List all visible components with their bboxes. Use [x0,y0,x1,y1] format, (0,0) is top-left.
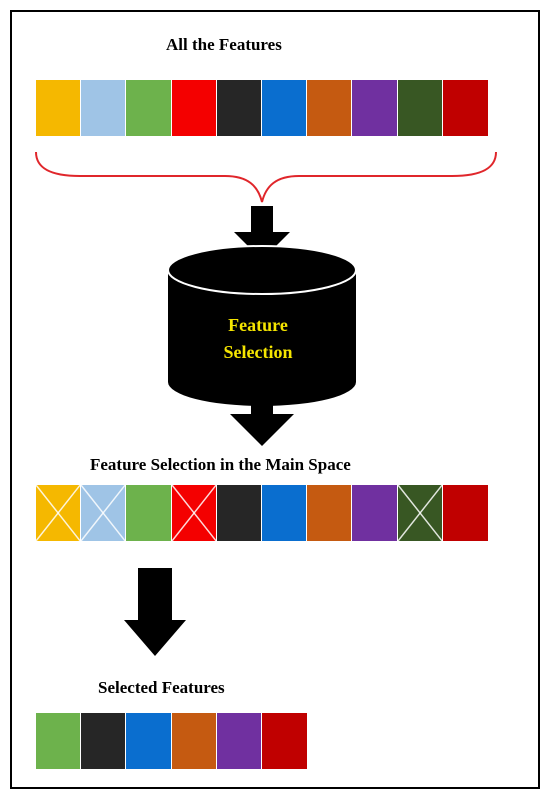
main-space-feature-cell [442,485,488,541]
cylinder-label-line2: Selection [223,342,293,362]
all-feature-cell [307,80,353,136]
selected-feature-cell [81,713,127,769]
all-feature-cell [126,80,172,136]
main-space-feature-cell [126,485,172,541]
main-space-title: Feature Selection in the Main Space [90,455,351,474]
cross-mark-icon [81,485,126,541]
selected-feature-cell [36,713,82,769]
arrow-down-1 [234,206,290,260]
main-space-feature-cell [261,485,308,541]
selected-feature-cell [171,713,217,769]
all-feature-cell [397,80,443,136]
selected-feature-cell [261,713,308,769]
all-features-strip [36,80,488,136]
main-space-feature-cell [81,485,127,541]
main-space-strip [36,485,488,541]
main-space-feature-cell [171,485,217,541]
all-feature-cell [171,80,217,136]
arrow-down-2 [230,400,294,446]
selected-feature-cell [216,713,262,769]
main-space-feature-cell [36,485,82,541]
cylinder-label: Feature Selection [198,312,318,366]
selected-features-strip [36,713,308,769]
all-feature-cell [36,80,82,136]
cross-mark-icon [397,485,442,541]
cross-mark-icon [171,485,216,541]
main-space-feature-cell [216,485,262,541]
all-feature-cell [352,80,398,136]
selected-features-title: Selected Features [98,678,225,697]
main-space-feature-cell [397,485,443,541]
all-feature-cell [442,80,488,136]
arrow-down-3 [124,568,186,656]
all-feature-cell [261,80,308,136]
diagram-frame [10,10,540,789]
red-brace [35,151,497,203]
feature-selection-cylinder [167,245,357,406]
cylinder-label-line1: Feature [228,315,288,335]
cross-mark-icon [36,485,81,541]
all-features-title: All the Features [166,35,282,54]
selected-feature-cell [126,713,172,769]
main-space-feature-cell [307,485,353,541]
main-space-feature-cell [352,485,398,541]
all-feature-cell [216,80,262,136]
all-feature-cell [81,80,127,136]
